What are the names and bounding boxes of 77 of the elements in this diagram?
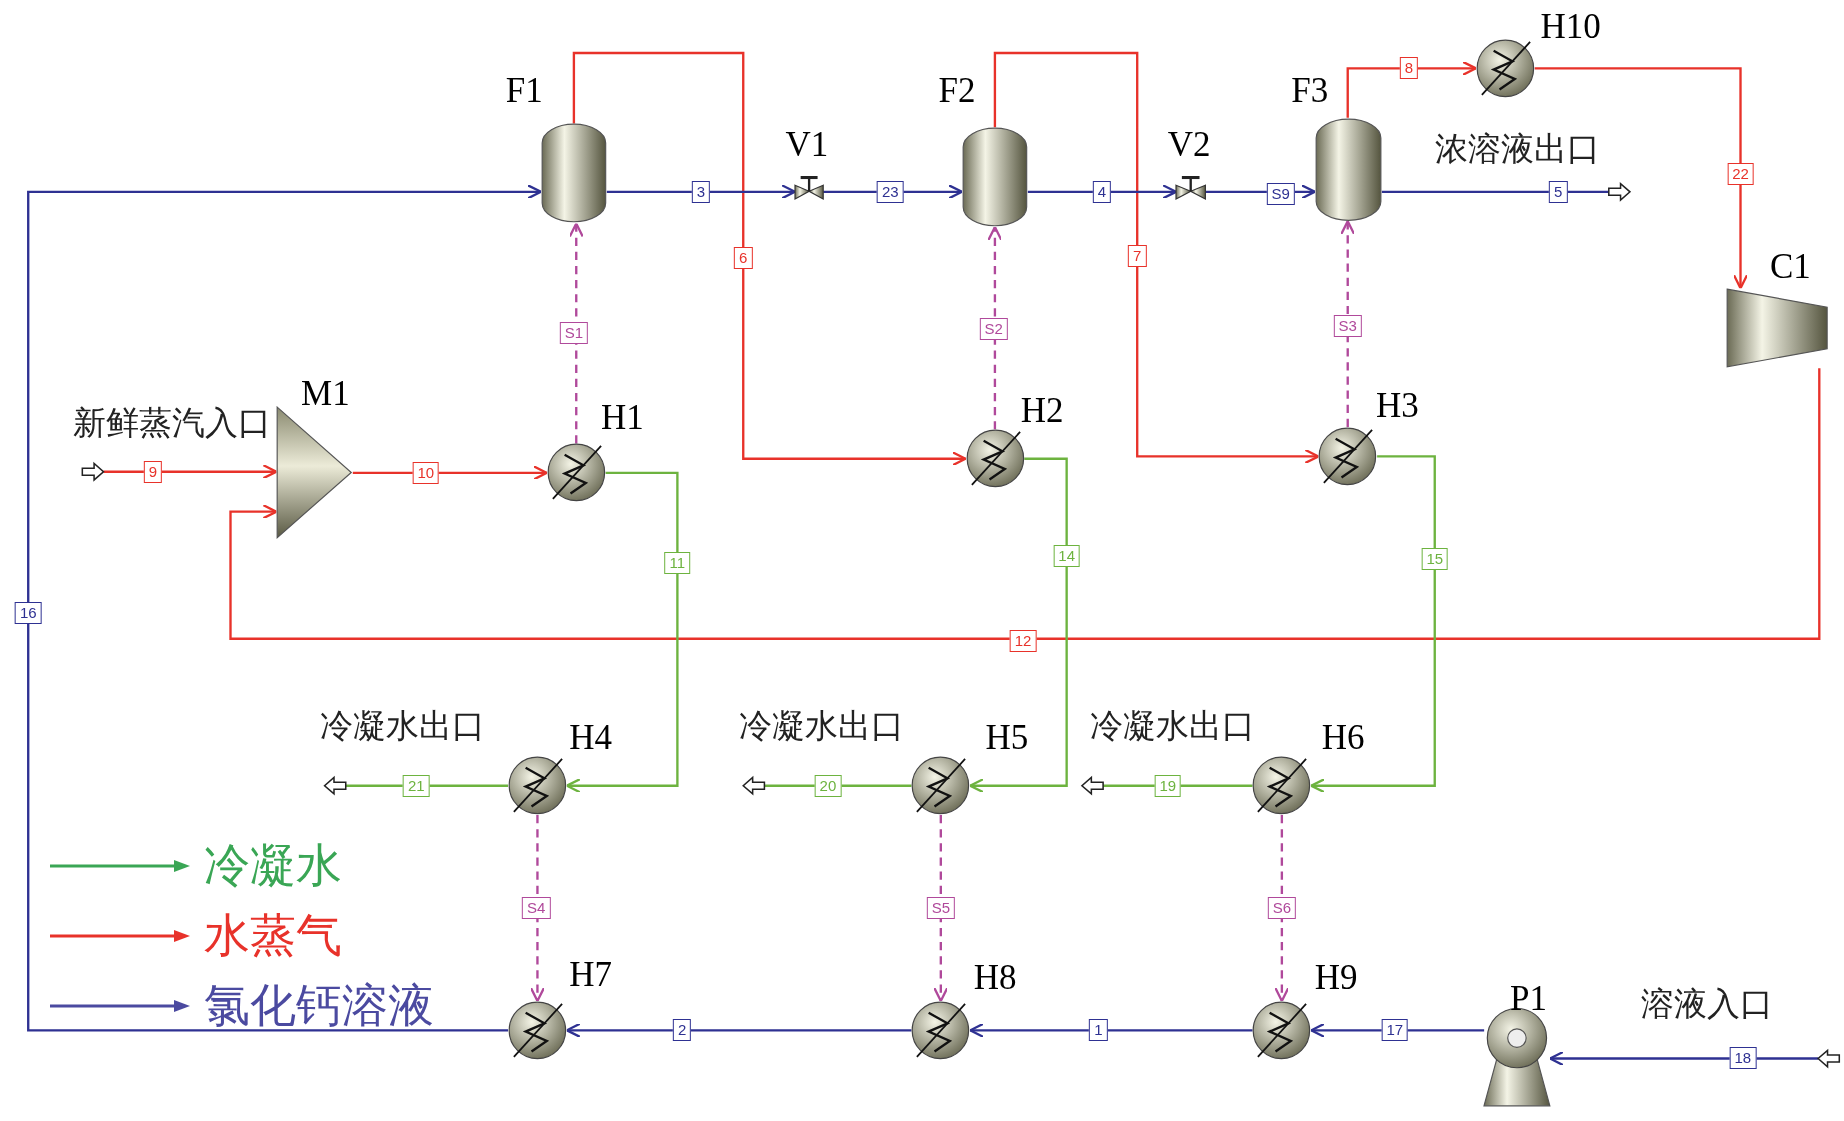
equipment-label: H9 xyxy=(1314,959,1358,995)
pipe-arrow xyxy=(969,457,1068,794)
equipment-label: P1 xyxy=(1510,980,1547,1016)
stream-number-label: S1 xyxy=(559,321,589,344)
stream-number-label: S2 xyxy=(979,318,1008,341)
legend-label: 氯化钙溶液 xyxy=(204,979,434,1033)
pipe-arrow xyxy=(993,51,1320,465)
stream-number-label: S3 xyxy=(1333,314,1362,337)
stream-number-label: 10 xyxy=(412,461,440,484)
stream-number-label: 9 xyxy=(143,460,163,483)
stream-number-label: S4 xyxy=(522,896,551,919)
equipment-label: H8 xyxy=(973,959,1017,995)
pipe-arrow xyxy=(1548,1050,1819,1067)
stream-number-label: 18 xyxy=(1729,1047,1757,1070)
equipment-label: H7 xyxy=(569,957,612,993)
pipe-arrow xyxy=(1027,184,1178,200)
equipment-label: H3 xyxy=(1375,388,1419,424)
legend-label: 水蒸气 xyxy=(204,909,342,963)
stream-number-label: S6 xyxy=(1267,896,1297,919)
stream-number-label: 7 xyxy=(1128,245,1147,268)
equipment-label: H1 xyxy=(600,399,644,435)
stream-number-label: 1 xyxy=(1089,1019,1108,1042)
equipment-label: H6 xyxy=(1321,719,1365,755)
stream-number-label: 3 xyxy=(691,180,711,203)
stream-number-label: 19 xyxy=(1154,774,1182,797)
equipment-label: F1 xyxy=(505,72,543,108)
stream-number-label: 2 xyxy=(672,1019,692,1042)
pipe-arrow xyxy=(606,184,797,200)
equipment-label: H2 xyxy=(1020,392,1064,428)
dashed-arrow xyxy=(568,222,584,444)
equipment-label: C1 xyxy=(1769,249,1811,285)
stream-number-label: 21 xyxy=(402,774,430,797)
pipe-arrow xyxy=(1310,455,1436,794)
equipment-label: V2 xyxy=(1167,127,1211,162)
equipment-label: M1 xyxy=(301,376,350,412)
equipment-label: V1 xyxy=(785,127,829,162)
stream-number-label: 20 xyxy=(814,774,842,797)
pipe-arrow xyxy=(565,471,679,794)
equipment-label: F3 xyxy=(1291,72,1329,108)
stream-number-label: 15 xyxy=(1421,547,1449,570)
equipment-label: H5 xyxy=(985,719,1029,755)
port-label: 浓溶液出口 xyxy=(1434,132,1600,166)
stream-number-label: 16 xyxy=(14,601,42,624)
legend-label: 冷凝水 xyxy=(204,839,342,893)
pipe-arrow xyxy=(103,464,278,480)
equipment-label: H10 xyxy=(1540,9,1601,45)
equipment-label: F2 xyxy=(938,72,976,108)
dashed-arrow xyxy=(987,225,1003,430)
pipe-arrow xyxy=(565,1022,912,1038)
stream-number-label: 6 xyxy=(734,246,753,269)
port-label: 冷凝水出口 xyxy=(1090,710,1256,744)
stream-number-label: S5 xyxy=(926,896,955,919)
stream-number-label: 4 xyxy=(1092,180,1112,203)
stream-number-label: 22 xyxy=(1727,163,1754,186)
port-label: 新鲜蒸汽入口 xyxy=(72,406,271,440)
dashed-arrow xyxy=(1274,815,1290,1003)
stream-number-label: 12 xyxy=(1009,629,1037,652)
pipe-arrow xyxy=(27,184,543,1032)
port-label: 冷凝水出口 xyxy=(319,710,485,744)
dashed-arrow xyxy=(933,815,949,1003)
stream-number-label: 17 xyxy=(1381,1019,1409,1042)
equipment-label: H4 xyxy=(569,719,612,755)
dashed-arrow xyxy=(529,815,546,1003)
pipe-arrow xyxy=(1346,60,1478,118)
port-label: 冷凝水出口 xyxy=(738,710,904,744)
pipe-arrow xyxy=(1534,67,1749,290)
stream-number-label: 5 xyxy=(1549,180,1568,203)
pipe-arrow xyxy=(969,1022,1253,1038)
stream-number-label: S9 xyxy=(1266,183,1295,206)
dashed-arrow xyxy=(1340,220,1356,427)
port-label: 溶液入口 xyxy=(1640,987,1773,1021)
stream-number-label: 23 xyxy=(876,180,904,203)
pipe-arrow xyxy=(229,368,1821,640)
stream-number-label: 14 xyxy=(1053,545,1080,568)
pipe-arrow xyxy=(572,51,967,467)
stream-number-label: 11 xyxy=(664,552,691,575)
stream-number-label: 8 xyxy=(1399,57,1419,80)
